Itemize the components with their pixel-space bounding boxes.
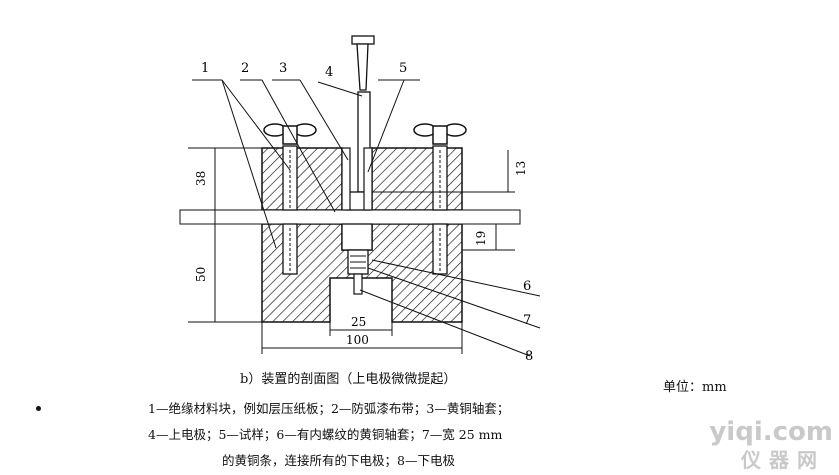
specimen-strip [179,209,521,225]
callout-8: 8 [525,349,533,364]
dimension-lines [188,147,515,354]
watermark-domain: yiqi.com [709,417,833,447]
legend-line-2: 4—上电极；5—试样；6—有内螺纹的黄铜轴套；7—宽 25 mm [148,427,503,442]
leader-lines [192,79,541,357]
dim-100: 100 [346,333,369,347]
brass-bushing-upper [341,147,373,211]
callout-2: 2 [241,61,249,76]
right-bolt [432,145,448,275]
bullet-dot [36,406,41,411]
unit-label: 单位：mm [663,380,727,395]
dim-25: 25 [351,315,366,329]
right-wing-nut [413,123,467,145]
callout-5: 5 [399,61,407,76]
dim-19: 19 [474,231,488,246]
callout-6: 6 [523,279,531,294]
legend-line-3: 的黄铜条，连接所有的下电极；8—下电极 [222,453,455,468]
callout-7: 7 [523,313,531,328]
watermark-brand: 仪器网 [741,448,825,472]
callout-3: 3 [279,61,287,76]
legend-line-1: 1—绝缘材料块，例如层压纸板；2—防弧漆布带；3—黄铜轴套； [148,401,510,416]
left-wing-nut [263,123,317,145]
dim-50: 50 [194,267,208,282]
figure-caption: b）装置的剖面图（上电极微微提起） [240,372,457,387]
dim-13: 13 [514,161,528,176]
callout-4: 4 [325,65,333,80]
lower-electrode [341,223,373,295]
dim-38: 38 [194,171,208,186]
callout-1: 1 [201,61,209,76]
left-bolt [282,145,298,275]
